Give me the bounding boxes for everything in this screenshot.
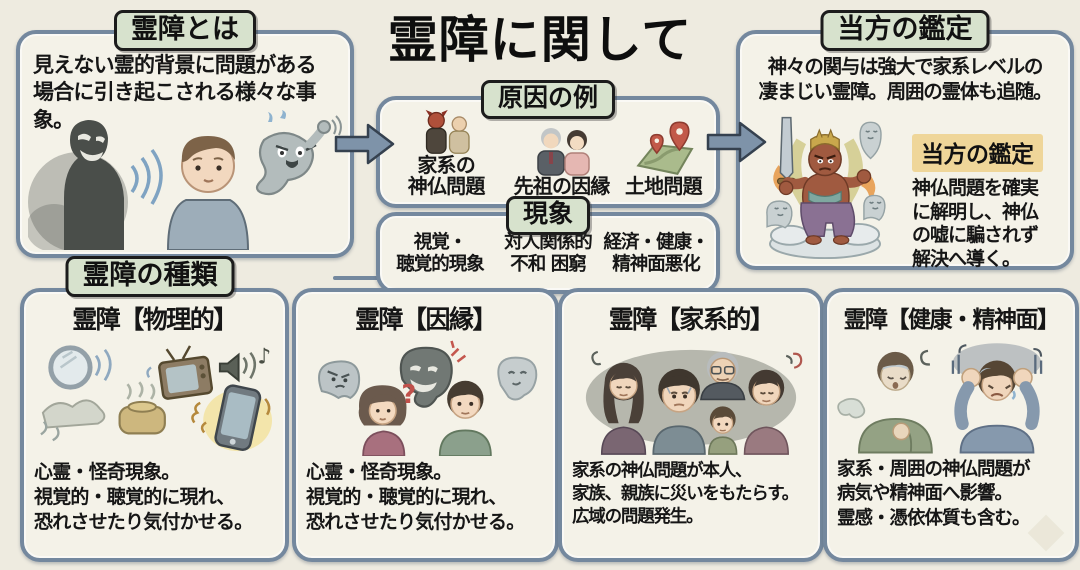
phenomena-items: 視覚・ 聴覚的現象 対人関係的 不和 困窮 経済・健康・ 精神面悪化 [386,232,710,276]
definition-panel: 霊障とは 見えない霊的背景に問題がある 場合に引き起こされる様々な事象。 [16,10,354,258]
cause-item-ancestors: 先祖の因縁 [504,124,618,198]
type-text: 家系・周囲の神仏問題が 病気や精神面へ影響。 霊感・憑依体質も含む。 [837,459,1031,529]
causes-items: 家系の 神仏問題 先祖の因縁 [388,109,708,198]
deity-illustration [766,116,886,260]
type-title: 霊障【健康・精神面】 [843,307,1061,333]
definition-line: 見えない霊的背景に問題がある [33,53,317,77]
appraisal-detail-block: 当方の鑑定 神仏問題を確実 に解明し、神仏 の嘘に騙されず 解決へ導く。 [912,134,1064,271]
appraisal-badge: 当方の鑑定 [820,10,990,52]
cause-label: 土地問題 [624,174,703,199]
page-title: 霊障に関して [387,11,693,69]
type-panel-family: 霊障【家系的】 [558,288,824,562]
phenomenon-relationships: 対人関係的 不和 困窮 [504,232,593,276]
family-illustration [585,349,803,455]
type-title: 霊障【物理的】 [72,305,238,334]
phenomenon-visual-auditory: 視覚・ 聴覚的現象 [396,232,485,276]
phenomena-panel: 現象 視覚・ 聴覚的現象 対人関係的 不和 困窮 経済・健康・ 精神面悪化 [376,196,720,294]
causes-badge: 原因の例 [480,80,616,119]
definition-badge: 霊障とは [114,10,256,52]
definition-line: 場合に引き起こされる様々な事象。 [33,80,317,132]
land-map-pins-icon [636,121,694,176]
connector-line [333,276,379,280]
type-title: 霊障【家系的】 [608,305,775,334]
sick-and-headache-illustration [837,343,1043,454]
cause-item-family: 家系の 神仏問題 [388,109,504,198]
definition-text: 見えない霊的背景に問題がある 場合に引き起こされる様々な事象。 [33,52,337,134]
flow-arrow-right [706,121,767,163]
types-badge: 霊障の種類 [65,256,235,298]
appraisal-text: 神々の関与は強大で家系レベルの 凄まじい霊障。周囲の霊体も追随。 [758,55,1053,104]
ancestor-couple-icon [536,128,590,177]
appraisal-panel: 当方の鑑定 神々の関与は強大で家系レベルの 凄まじい霊障。周囲の霊体も追随。 [736,10,1074,271]
ghosts-and-people-illustration: ? [317,340,537,456]
demon-and-monk-icon [425,109,470,154]
cause-label: 家系の 神仏問題 [407,152,486,199]
cause-label: 先祖の因縁 [513,174,611,199]
type-text: 心霊・怪奇現象。 視覚的・聴覚的に現れ、 恐れさせたり気付かせる。 [306,461,525,534]
type-panel-physical: 霊障【物理的】 ♪ [20,288,289,562]
svg-text:♪: ♪ [257,345,271,370]
type-title: 霊障【因縁】 [354,305,498,334]
phenomenon-economy-health: 経済・健康・ 精神面悪化 [603,232,709,276]
causes-panel: 原因の例 家系の 神仏問題 [376,80,720,208]
type-text: 心霊・怪奇現象。 視覚的・聴覚的に現れ、 恐れさせたり気付かせる。 [34,461,253,534]
poltergeist-objects-illustration: ♪ [39,345,272,452]
appraisal-detail-text: 神仏問題を確実 に解明し、神仏 の嘘に騙されず 解決へ導く。 [912,177,1039,270]
shadow-ghost-boy-illustration [28,110,342,250]
cause-item-land: 土地問題 [619,120,708,198]
svg-text:?: ? [401,380,416,410]
flow-arrow-left [334,123,395,165]
type-panel-karmic: 霊障【因縁】 ? [292,288,559,562]
type-text: 家系の神仏問題が本人、 家族、親族に災いをもたらす。 広域の問題発生。 [572,461,799,528]
type-panel-health: 霊障【健康・精神面】 [823,288,1079,562]
appraisal-highlight-label: 当方の鑑定 [912,134,1043,172]
phenomena-badge: 現象 [505,196,591,235]
